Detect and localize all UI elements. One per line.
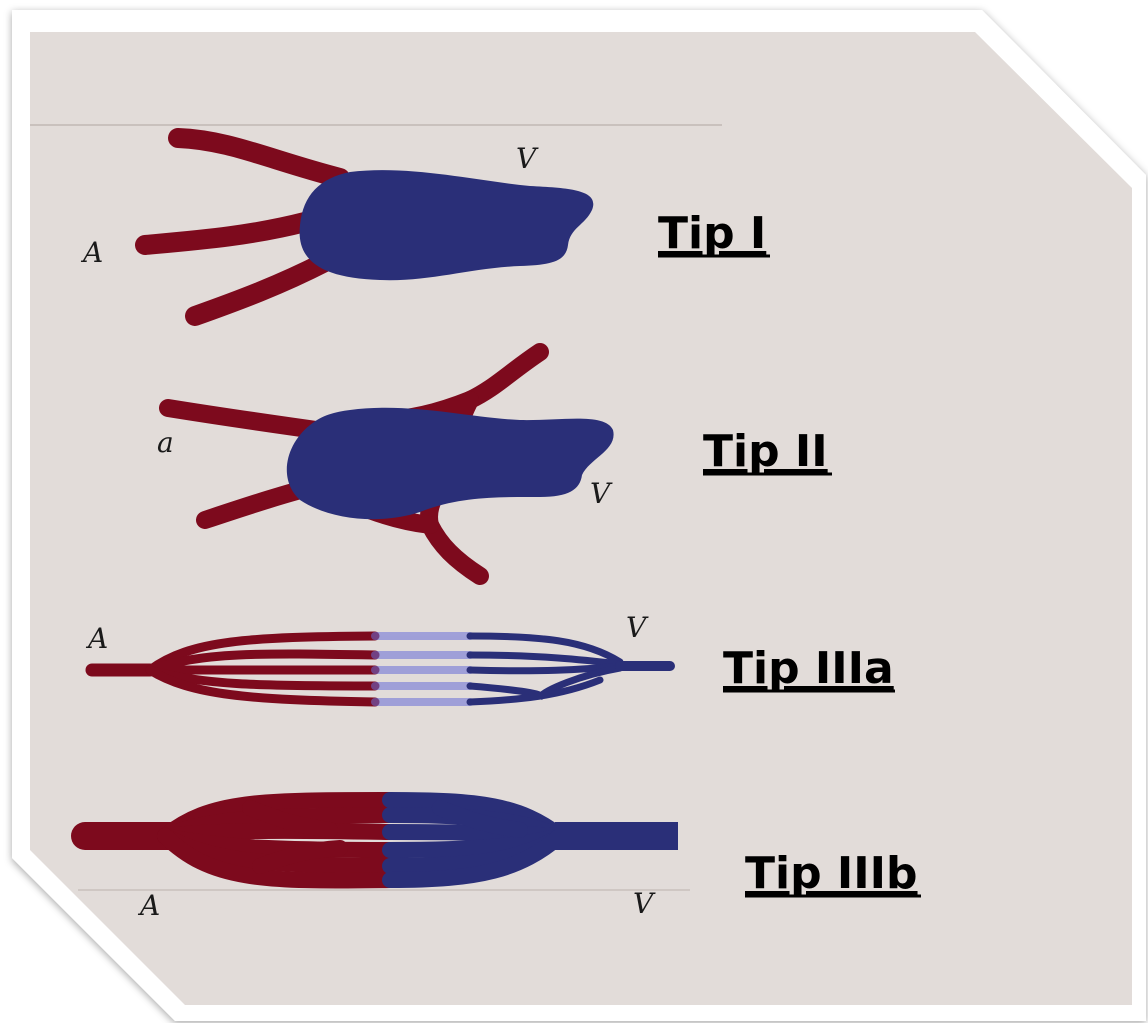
type-3b-label: Tip IIIb <box>745 848 918 899</box>
type-3b-artery-letter: A <box>137 889 160 922</box>
type-2-label: Tip II <box>703 426 828 477</box>
type-1-vein-letter: V <box>516 142 539 175</box>
type-2-artery-letter: a <box>157 426 174 459</box>
type-3a-artery-letter: A <box>85 622 108 655</box>
type-3a-label: Tip IIIa <box>723 643 894 694</box>
type-3a-vein-letter: V <box>626 611 649 644</box>
type-1-label: Tip I <box>658 208 766 259</box>
type-2-vein-letter: V <box>590 477 613 510</box>
type-1-artery-letter: A <box>80 236 103 269</box>
type-3b-vein-letter: V <box>633 887 656 920</box>
